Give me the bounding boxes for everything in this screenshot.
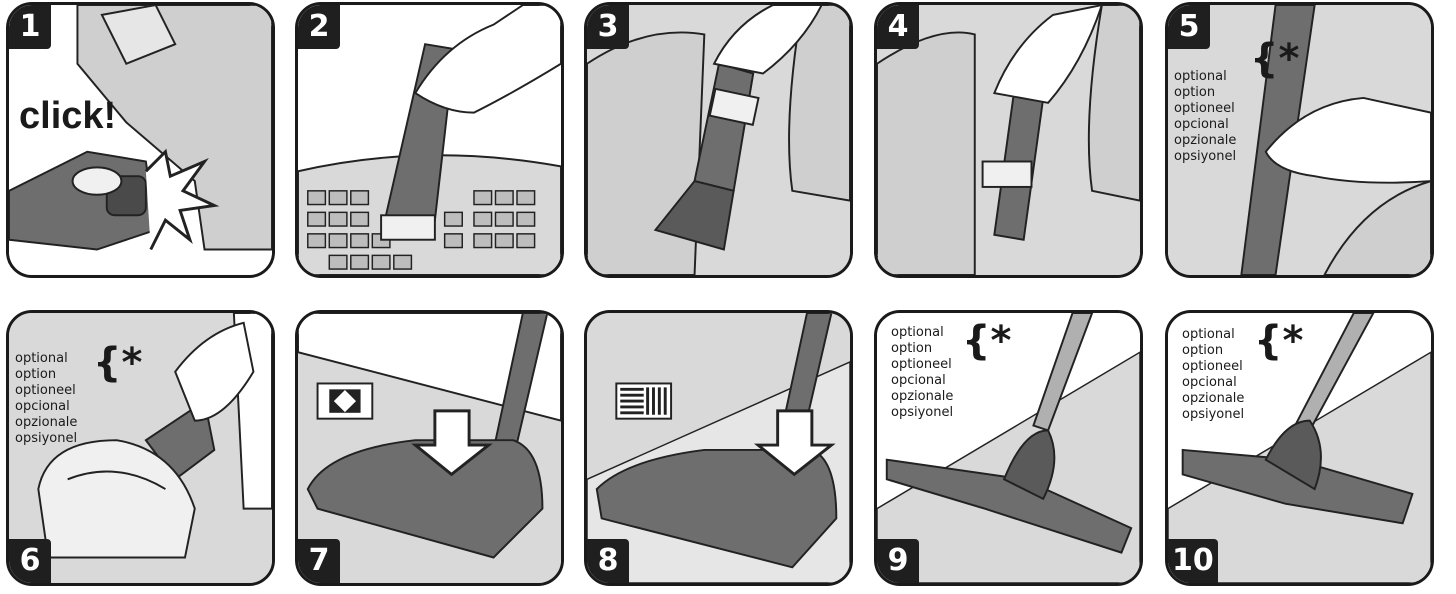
step-number: 3: [587, 5, 629, 49]
lang-es: opcional: [1174, 117, 1236, 133]
lang-it: opzionale: [891, 389, 953, 405]
step-panel-4: 4: [874, 2, 1143, 278]
step-number: 1: [9, 5, 51, 49]
optional-language-list: optional option optioneel opcional opzio…: [891, 325, 953, 421]
carpet-icon: [318, 383, 373, 418]
step-panel-2: 2: [295, 2, 564, 278]
lang-fr: option: [1182, 343, 1244, 359]
step-number: 2: [298, 5, 340, 49]
lang-es: opcional: [891, 373, 953, 389]
lang-en: optional: [1182, 327, 1244, 343]
step-number: 5: [1168, 5, 1210, 49]
step-number: 8: [587, 539, 629, 583]
step-number: 10: [1168, 539, 1218, 583]
lang-es: opcional: [1182, 375, 1244, 391]
optional-marker: {*: [1254, 321, 1303, 361]
step-number: 6: [9, 539, 51, 583]
lang-en: optional: [1174, 69, 1236, 85]
lang-fr: option: [15, 367, 77, 383]
lang-tr: opsiyonel: [1182, 407, 1244, 423]
optional-language-list: optional option optioneel opcional opzio…: [1182, 327, 1244, 423]
lang-it: opzionale: [1182, 391, 1244, 407]
step-panel-3: 3: [584, 2, 853, 278]
lang-nl: optioneel: [891, 357, 953, 373]
optional-language-list: optional option optioneel opcional opzio…: [1174, 69, 1236, 165]
lang-en: optional: [15, 351, 77, 367]
step-panel-5: 5 {* optional option optioneel opcional …: [1165, 2, 1434, 278]
step-panel-10: 10 {* optional option optioneel opcional…: [1165, 310, 1434, 586]
step-panel-7: 7: [295, 310, 564, 586]
step-panel-1: 1 click!: [6, 2, 275, 278]
lang-fr: option: [1174, 85, 1236, 101]
lang-tr: opsiyonel: [1174, 149, 1236, 165]
step-panel-6: 6 {* optional option optioneel opcional …: [6, 310, 275, 586]
lang-tr: opsiyonel: [891, 405, 953, 421]
lang-it: opzionale: [1174, 133, 1236, 149]
optional-marker: {*: [93, 343, 142, 383]
click-caption: click!: [19, 95, 116, 138]
step-panel-9: 9 {* optional option optioneel opcional …: [874, 310, 1143, 586]
lang-en: optional: [891, 325, 953, 341]
optional-language-list: optional option optioneel opcional opzio…: [15, 351, 77, 447]
step-number: 7: [298, 539, 340, 583]
lang-nl: optioneel: [1174, 101, 1236, 117]
lang-es: opcional: [15, 399, 77, 415]
optional-marker: {*: [962, 321, 1011, 361]
step-number: 9: [877, 539, 919, 583]
lang-tr: opsiyonel: [15, 431, 77, 447]
optional-marker: {*: [1250, 39, 1299, 79]
lang-it: opzionale: [15, 415, 77, 431]
lang-nl: optioneel: [15, 383, 77, 399]
hard-floor-icon: [616, 383, 671, 418]
lang-fr: option: [891, 341, 953, 357]
step-panel-8: 8: [584, 310, 853, 586]
lang-nl: optioneel: [1182, 359, 1244, 375]
step-number: 4: [877, 5, 919, 49]
